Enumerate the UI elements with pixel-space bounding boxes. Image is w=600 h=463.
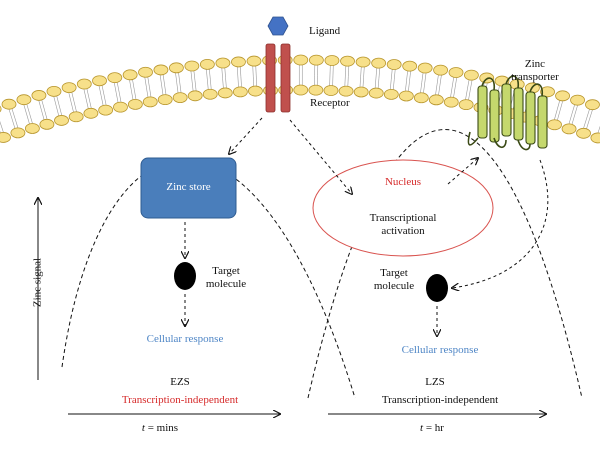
arrow-receptor-to-zinc-store bbox=[229, 117, 263, 154]
time-label-right: t = hr bbox=[392, 422, 472, 435]
ligand-label: Ligand bbox=[309, 25, 341, 37]
target-molecule-left-label: Target molecule bbox=[205, 265, 247, 290]
nucleus-label: Nucleus bbox=[384, 176, 422, 188]
ligand-icon bbox=[267, 16, 289, 36]
target-molecule-right-label: Target molecule bbox=[373, 267, 415, 292]
zinc-transporter-icon bbox=[467, 75, 548, 151]
time-var-right: t bbox=[420, 422, 424, 434]
target-molecule-right-icon bbox=[426, 274, 448, 302]
receptor bbox=[265, 43, 291, 113]
y-axis-label: Zinc signal bbox=[31, 257, 44, 308]
cellular-response-left-label: Cellular response bbox=[146, 333, 224, 345]
ezs-label: EZS bbox=[170, 376, 190, 388]
receptor-label: Receptor bbox=[310, 97, 350, 109]
zinc-transporter-label: Zinc transporter bbox=[511, 58, 559, 83]
time-var-left: t bbox=[141, 422, 145, 434]
transcriptional-activation-label: Transcriptional activation bbox=[369, 212, 437, 237]
arrow-receptor-to-nucleus bbox=[289, 119, 352, 194]
cellular-response-right-label: Cellular response bbox=[401, 344, 479, 356]
time-label-left: t = mins bbox=[120, 422, 200, 435]
lzs-sublabel: Transcription-independent bbox=[381, 394, 499, 406]
target-molecule-left-icon bbox=[174, 262, 196, 290]
zinc-store-label: Zinc store bbox=[166, 181, 211, 193]
zinc-store-box bbox=[140, 157, 237, 219]
arrow-nucleus-to-transporter bbox=[447, 158, 478, 185]
lzs-signal-curve bbox=[307, 129, 583, 399]
nucleus-ellipse bbox=[312, 159, 494, 257]
arrow-transporter-to-target bbox=[452, 159, 549, 288]
time-unit-right: = hr bbox=[423, 422, 444, 434]
lzs-label: LZS bbox=[425, 376, 445, 388]
ezs-sublabel: Transcription-independent bbox=[121, 394, 239, 406]
time-unit-left: = mins bbox=[144, 422, 179, 434]
